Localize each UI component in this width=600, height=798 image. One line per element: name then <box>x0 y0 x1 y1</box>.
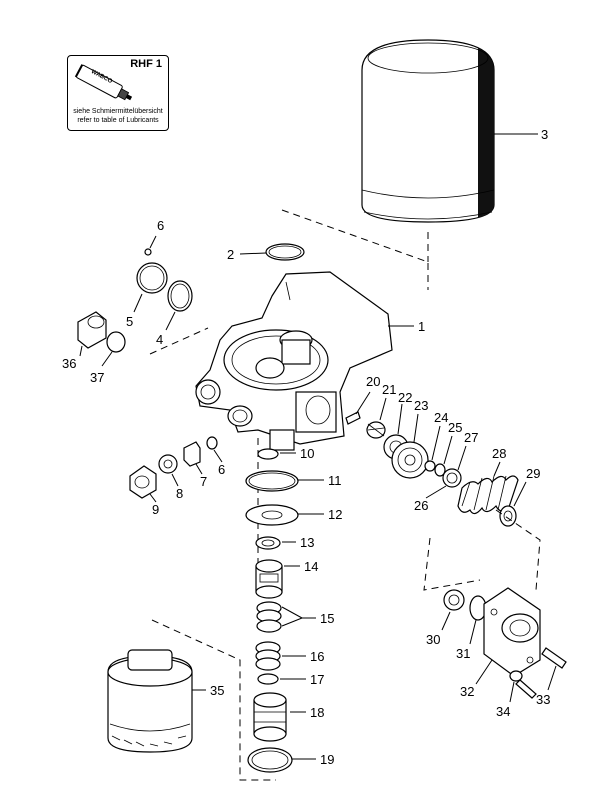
part-8-nut <box>158 454 178 474</box>
callout-30: 30 <box>426 632 440 647</box>
callout-15: 15 <box>320 611 334 626</box>
callout-2: 2 <box>227 247 234 262</box>
part-3-cartridge <box>361 39 495 223</box>
part-12-washer <box>245 504 299 526</box>
callout-5: 5 <box>126 314 133 329</box>
callout-12: 12 <box>328 507 342 522</box>
part-7-screw <box>183 441 201 467</box>
callout-17: 17 <box>310 672 324 687</box>
callout-33: 33 <box>536 692 550 707</box>
lubricant-code: RHF 1 <box>130 58 162 70</box>
part-19-circlip <box>247 747 293 773</box>
part-1-housing <box>195 271 393 451</box>
callout-9: 9 <box>152 502 159 517</box>
callout-19: 19 <box>320 752 334 767</box>
part-13-seal <box>255 536 281 550</box>
lubricant-note-en: refer to table of Lubricants <box>77 117 159 124</box>
callout-4: 4 <box>156 332 163 347</box>
callout-25: 25 <box>448 420 462 435</box>
part-21-spring <box>366 421 386 439</box>
callout-21: 21 <box>382 382 396 397</box>
callout-8: 8 <box>176 486 183 501</box>
callout-14: 14 <box>304 559 318 574</box>
callout-28: 28 <box>492 446 506 461</box>
callout-22: 22 <box>398 390 412 405</box>
grease-tube-icon <box>74 64 133 101</box>
callout-7: 7 <box>200 474 207 489</box>
part-35-silencer <box>107 649 193 753</box>
callout-31: 31 <box>456 646 470 661</box>
part-34-screw <box>509 670 537 699</box>
part-20-pin <box>345 411 361 425</box>
part-10-oring <box>257 448 279 460</box>
callout-34: 34 <box>496 704 510 719</box>
part-24-ring <box>424 460 436 472</box>
part-33-screw <box>541 647 567 669</box>
callout-29: 29 <box>526 466 540 481</box>
callout-labels: 3 2 6 5 4 36 37 1 20 21 22 23 24 25 27 2… <box>62 127 550 767</box>
lubricant-reference-box: WABCO RHF 1 siehe Schmiermittelübersicht… <box>67 55 169 131</box>
callout-6: 6 <box>218 462 225 477</box>
callout-10: 10 <box>300 446 314 461</box>
callout-3: 3 <box>541 127 548 142</box>
part-16-spring <box>255 641 281 671</box>
callout-27: 27 <box>464 430 478 445</box>
callout-37: 37 <box>90 370 104 385</box>
part-36-plug <box>77 311 107 349</box>
part-32-cover <box>483 587 541 677</box>
callout-23: 23 <box>414 398 428 413</box>
callout-16: 16 <box>310 649 324 664</box>
callout-11: 11 <box>328 473 342 488</box>
callout-26: 26 <box>414 498 428 513</box>
part-23-diaphragm <box>391 441 429 479</box>
callout-36: 36 <box>62 356 76 371</box>
part-14-valve <box>255 559 283 599</box>
callout-13: 13 <box>300 535 314 550</box>
part-9-fitting <box>129 465 157 499</box>
callout-1: 1 <box>418 319 425 334</box>
part-29-cap <box>499 505 517 527</box>
part-28-spring <box>457 475 519 515</box>
lubricant-note-de: siehe Schmiermittelübersicht <box>73 108 163 115</box>
callout-32: 32 <box>460 684 474 699</box>
part-15-orings <box>256 601 282 633</box>
callout-24: 24 <box>434 410 448 425</box>
callout-18: 18 <box>310 705 324 720</box>
callout-20: 20 <box>366 374 380 389</box>
callout-6-top: 6 <box>157 218 164 233</box>
part-30-plug <box>443 589 465 611</box>
part-18-piston <box>253 692 287 742</box>
callout-35: 35 <box>210 683 224 698</box>
